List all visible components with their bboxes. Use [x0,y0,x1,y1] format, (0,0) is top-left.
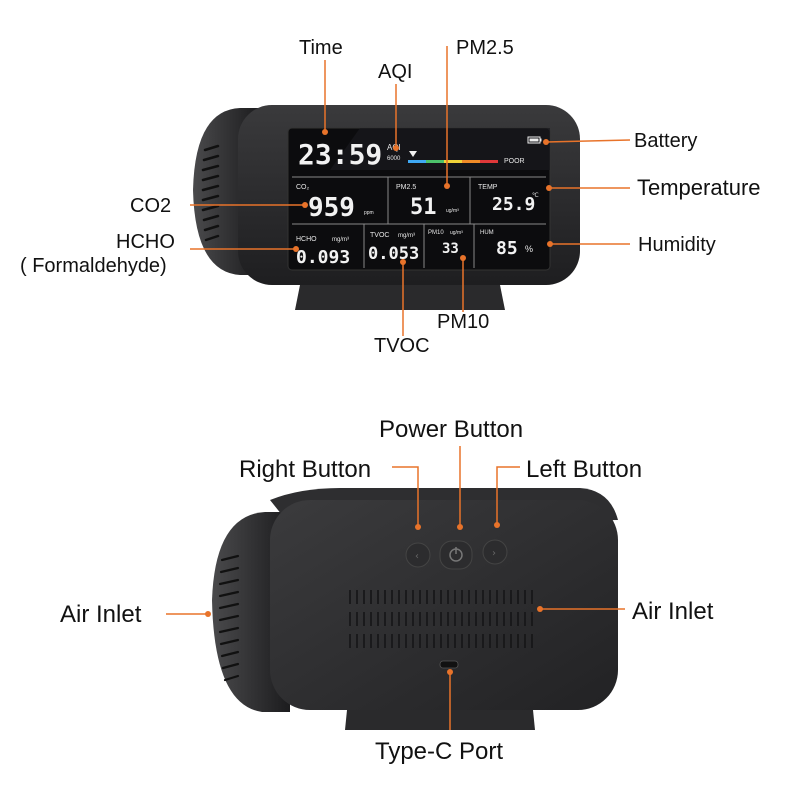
screen-pm10-unit: ug/m³ [450,230,463,236]
front-callout-dots [293,129,553,265]
callout-left-button: Left Button [526,456,643,483]
left-button[interactable] [482,539,508,565]
screen-aqi-sub: 6000 [387,156,401,162]
callout-air-inlet-right: Air Inlet [632,598,714,625]
screen-pm25-unit: ug/m³ [446,208,459,214]
back-side-grille [218,554,240,682]
screen-grid [292,176,546,268]
aqi-color-bar [408,160,498,163]
screen-temp-value: 25.9 [492,194,535,215]
callout-pm10: PM10 [437,311,490,333]
screen-tvoc-label: TVOC [370,232,389,239]
screen-hum-unit: % [525,244,533,254]
screen-time: 23:59 [298,138,382,171]
screen-hcho-value: 0.093 [296,247,350,268]
screen-hcho-unit: mg/m³ [332,237,349,243]
callout-aqi: AQI [378,61,413,83]
screen-pm10-value: 33 [442,241,459,257]
back-device: ‹ › [212,488,618,730]
battery-icon [527,136,542,144]
callout-temperature: Temperature [637,175,761,200]
screen-pm10-label: PM10 [428,230,444,236]
screen-co2-unit: ppm [364,210,374,216]
screen-hum-label: HUM [480,230,494,236]
callout-air-inlet-left: Air Inlet [60,601,142,628]
back-callout-dots [205,522,543,675]
screen-hum-value: 85 [496,238,518,259]
callout-pm25: PM2.5 [456,37,514,59]
screen-tvoc-unit: mg/m³ [398,233,415,239]
screen-pm25-value: 51 [410,195,437,220]
back-face [270,500,618,710]
aqi-pointer-icon [409,151,417,157]
screen-temp-unit: ℃ [532,193,539,199]
back-callout-lines [166,446,625,730]
chevron-left-icon: ‹ [415,551,419,562]
front-device: 23:59 AQI 6000 POOR CO₂ 959 ppm PM2.5 51… [193,105,580,310]
callout-tvoc: TVOC [374,335,430,357]
front-side-grille [201,144,220,242]
back-vent-grille [349,590,533,648]
callout-time: Time [299,37,343,59]
callout-power-button: Power Button [379,416,524,443]
callout-right-button: Right Button [239,456,372,483]
screen-tvoc-value: 0.053 [368,244,419,264]
callout-humidity: Humidity [638,234,716,256]
front-stand [295,285,505,310]
power-button[interactable] [439,540,473,570]
callout-type-c-port: Type-C Port [375,738,504,765]
callout-hcho: HCHO [116,231,175,253]
screen-co2-label: CO₂ [296,184,310,191]
screen-glare [330,128,550,170]
screen-hcho-label: HCHO [296,236,317,243]
screen-aqi-poor: POOR [504,158,525,165]
type-c-port [439,660,459,669]
screen-pm25-label: PM2.5 [396,184,416,191]
callout-battery: Battery [634,130,698,152]
screen-co2-value: 959 [308,193,355,223]
front-callout-lines [190,46,631,336]
right-button[interactable] [405,542,431,568]
screen-temp-label: TEMP [478,184,498,191]
callout-formaldehyde: ( Formaldehyde) [20,255,167,277]
chevron-right-icon: › [492,548,496,559]
callout-co2: CO2 [130,195,172,217]
